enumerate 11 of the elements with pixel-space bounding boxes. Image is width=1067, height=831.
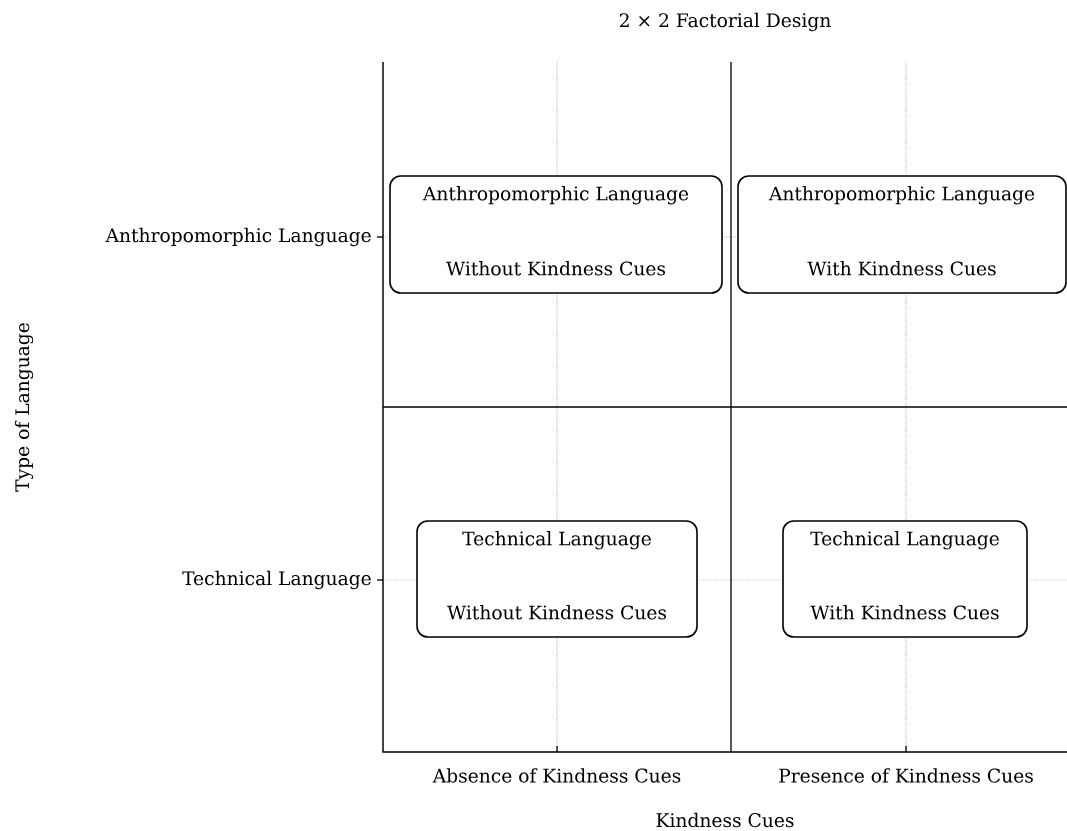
axis-title: Kindness Cues bbox=[656, 812, 794, 828]
axis-title: Type of Language bbox=[14, 323, 34, 492]
tick-label: Technical Language bbox=[182, 570, 371, 590]
condition-box: Technical Language Without Kindness Cues bbox=[416, 520, 698, 638]
condition-box: Technical Language With Kindness Cues bbox=[782, 520, 1028, 638]
chart-title: 2 × 2 Factorial Design bbox=[619, 12, 831, 32]
condition-box: Anthropomorphic Language Without Kindness Cues bbox=[389, 175, 723, 294]
tick-label: Absence of Kindness Cues bbox=[432, 768, 681, 783]
tick-label: Anthropomorphic Language bbox=[105, 227, 371, 247]
tick-label: Presence of Kindness Cues bbox=[779, 768, 1033, 783]
condition-box: Anthropomorphic Language With Kindness Cues bbox=[737, 175, 1067, 294]
